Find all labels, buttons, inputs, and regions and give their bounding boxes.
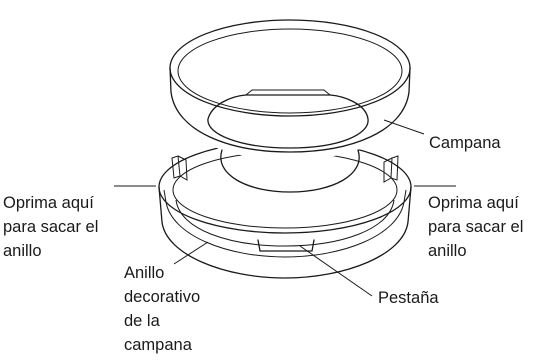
label-oprima-right-2: para sacar el xyxy=(428,218,523,236)
label-oprima-left-3: anillo xyxy=(3,242,42,260)
label-pestana: Pestaña xyxy=(378,289,439,307)
trim-ring xyxy=(158,140,412,279)
label-campana: Campana xyxy=(429,134,501,152)
leader-lines xyxy=(114,119,456,297)
label-anillo-1: Anillo xyxy=(124,264,164,282)
label-oprima-right-1: Oprima aquí xyxy=(428,194,519,212)
label-anillo-4: campana xyxy=(124,336,193,354)
label-oprima-right-3: anillo xyxy=(428,242,467,260)
label-anillo-2: decorativo xyxy=(124,288,200,306)
labels: Campana Oprima aquí para sacar el anillo… xyxy=(3,134,523,354)
label-oprima-left-1: Oprima aquí xyxy=(3,194,94,212)
label-anillo-3: de la xyxy=(124,312,161,330)
label-oprima-left-2: para sacar el xyxy=(3,218,98,236)
bell xyxy=(169,19,411,193)
